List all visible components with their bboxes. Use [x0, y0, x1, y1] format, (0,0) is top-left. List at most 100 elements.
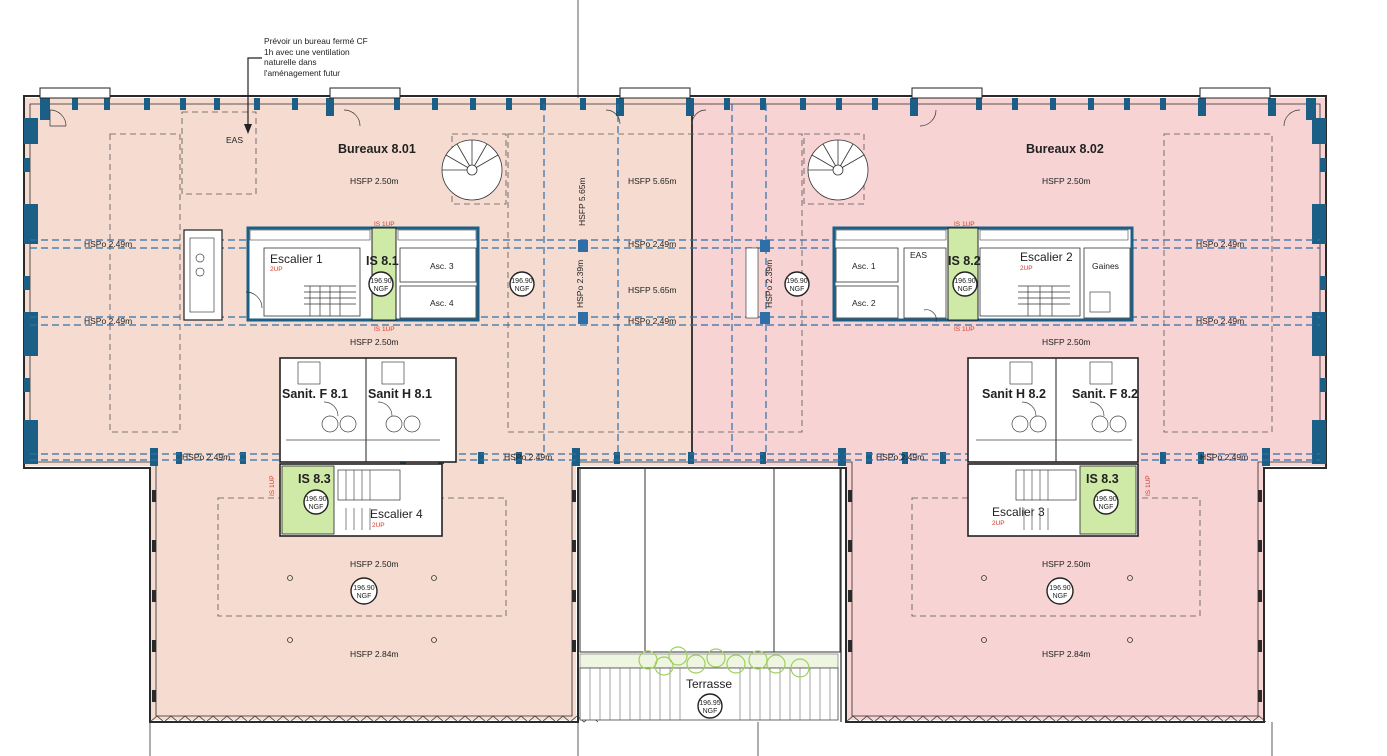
- level-unit: NGF: [309, 504, 324, 511]
- level-marker: 196.90 NGF: [1093, 489, 1119, 515]
- level-value: 196.90: [786, 278, 808, 285]
- ceiling-markers: [287, 575, 1133, 643]
- design-note: Prévoir un bureau fermé CF 1h avec une v…: [264, 36, 404, 78]
- level-marker: 196.95 NGF: [697, 693, 723, 719]
- beam-lines: [30, 104, 1320, 461]
- note-line: Prévoir un bureau fermé CF: [264, 36, 368, 46]
- level-marker: 196.90 NGF: [303, 489, 329, 515]
- level-marker: 196.90 NGF: [509, 271, 535, 297]
- hspo-label: HSPo 2.49m: [1196, 316, 1244, 326]
- hsfp-label-vertical: HSFP 5.65m: [577, 177, 587, 226]
- level-unit: NGF: [1053, 593, 1068, 600]
- room-escalier-3: Escalier 3: [992, 505, 1045, 519]
- level-markers: 196.90 NGF 196.90 NGF 196.90 NGF 196.90 …: [303, 271, 1119, 719]
- hsfp-label: HSFP 5.65m: [628, 176, 677, 186]
- room-is-82: IS 8.2: [948, 254, 981, 268]
- hsfp-label: HSFP 5.65m: [628, 285, 677, 295]
- room-escalier-4: Escalier 4: [370, 507, 423, 521]
- door-swings: [49, 109, 1301, 323]
- hsfp-label: HSFP 2.50m: [1042, 559, 1091, 569]
- hsfp-label: HSFP 2.50m: [350, 559, 399, 569]
- spiral-stair-right: [807, 139, 869, 201]
- hspo-label: HSPo 2.49m: [628, 316, 676, 326]
- room-sanit-f-81: Sanit. F 8.1: [282, 387, 348, 401]
- stair-is-mark: IS 1UP: [269, 475, 276, 496]
- level-value: 196.90: [954, 278, 976, 285]
- room-escalier-1: Escalier 1: [270, 252, 323, 266]
- office-title-left: Bureaux 8.01: [338, 142, 416, 156]
- bottom-facade-zigzag: [149, 715, 1267, 723]
- room-eas: EAS: [910, 250, 927, 260]
- level-unit: NGF: [703, 708, 718, 715]
- facade-top-panels: [40, 98, 1316, 120]
- note-line: 1h avec une ventilation: [264, 46, 350, 57]
- hspo-label: HSPo 2.49m: [1200, 452, 1248, 462]
- sanitary-right: [967, 357, 1139, 463]
- stair-is-mark: IS 1UP: [374, 221, 395, 228]
- hsfp-label: HSFP 2.50m: [1042, 176, 1091, 186]
- level-value: 196.90: [1095, 496, 1117, 503]
- room-escalier-2: Escalier 2: [1020, 250, 1073, 264]
- facade-window-boxes: [39, 87, 1271, 99]
- level-unit: NGF: [790, 286, 805, 293]
- room-labels: EAS EAS Escalier 1 Escalier 2 Escalier 3…: [226, 135, 1138, 691]
- room-sanit-f-82: Sanit. F 8.2: [1072, 387, 1138, 401]
- hspo-label-vertical: HSPo 2.39m: [575, 260, 585, 308]
- level-unit: NGF: [515, 286, 530, 293]
- room-asc-3: Asc. 3: [430, 261, 454, 271]
- room-asc-2: Asc. 2: [852, 298, 876, 308]
- hsfp-label: HSFP 2.84m: [350, 649, 399, 659]
- stair-up-mark: 2UP: [270, 266, 283, 273]
- room-is-83-right: IS 8.3: [1086, 472, 1119, 486]
- note-line: l'aménagement futur: [264, 67, 341, 78]
- ceiling-height-labels: HSFP 2.50m HSFP 5.65m HSFP 2.50m HSFP 5.…: [84, 176, 1248, 659]
- stair-up-mark: 2UP: [992, 520, 1005, 527]
- room-sanit-h-82: Sanit H 8.2: [982, 387, 1046, 401]
- hspo-label: HSPo 2.49m: [1196, 239, 1244, 249]
- core-right: [745, 226, 1134, 322]
- room-asc-4: Asc. 4: [430, 298, 454, 308]
- stair-is-mark: IS 1UP: [374, 326, 395, 333]
- level-unit: NGF: [1099, 504, 1114, 511]
- level-value: 196.95: [699, 700, 721, 707]
- hspo-label: HSPo 2.49m: [504, 452, 552, 462]
- room-asc-1: Asc. 1: [852, 261, 876, 271]
- room-is-81: IS 8.1: [366, 254, 399, 268]
- room-gaines: Gaines: [1092, 261, 1119, 271]
- level-value: 196.90: [370, 278, 392, 285]
- room-sanit-h-81: Sanit H 8.1: [368, 387, 432, 401]
- hspo-label: HSPo 2.49m: [84, 316, 132, 326]
- note-leader-arrow: [244, 57, 262, 134]
- stair-up-mark: 2UP: [372, 522, 385, 529]
- stair-is-mark: IS 1UP: [954, 221, 975, 228]
- hsfp-label: HSFP 2.50m: [1042, 337, 1091, 347]
- facade-side-panels: [24, 118, 1326, 464]
- level-marker: 196.90 NGF: [784, 271, 810, 297]
- lower-facade-ticks: [152, 490, 1262, 702]
- spiral-stair-left: [441, 139, 503, 201]
- stair-up-mark: 2UP: [1020, 265, 1033, 272]
- courtyard-void: [579, 467, 841, 653]
- hspo-label: HSPo 2.49m: [182, 452, 230, 462]
- axis-lines: [149, 0, 1273, 756]
- level-value: 196.90: [353, 585, 375, 592]
- beam-columns: [578, 240, 770, 324]
- level-marker: 196.90 NGF: [350, 577, 378, 605]
- core-left: [183, 226, 480, 322]
- level-value: 196.90: [511, 278, 533, 285]
- level-marker: 196.90 NGF: [1046, 577, 1074, 605]
- room-terrasse: Terrasse: [686, 677, 732, 691]
- room-is-83-left: IS 8.3: [298, 472, 331, 486]
- room-eas: EAS: [226, 135, 243, 145]
- hspo-label: HSPo 2.49m: [628, 239, 676, 249]
- hspo-label: HSPo 2.49m: [876, 452, 924, 462]
- level-unit: NGF: [958, 286, 973, 293]
- stair-is-mark: IS 1UP: [1145, 475, 1152, 496]
- level-unit: NGF: [374, 286, 389, 293]
- level-value: 196.90: [305, 496, 327, 503]
- hsfp-label: HSFP 2.50m: [350, 176, 399, 186]
- level-marker: 196.90 NGF: [368, 271, 394, 297]
- sanitary-left: [279, 357, 457, 463]
- level-unit: NGF: [357, 593, 372, 600]
